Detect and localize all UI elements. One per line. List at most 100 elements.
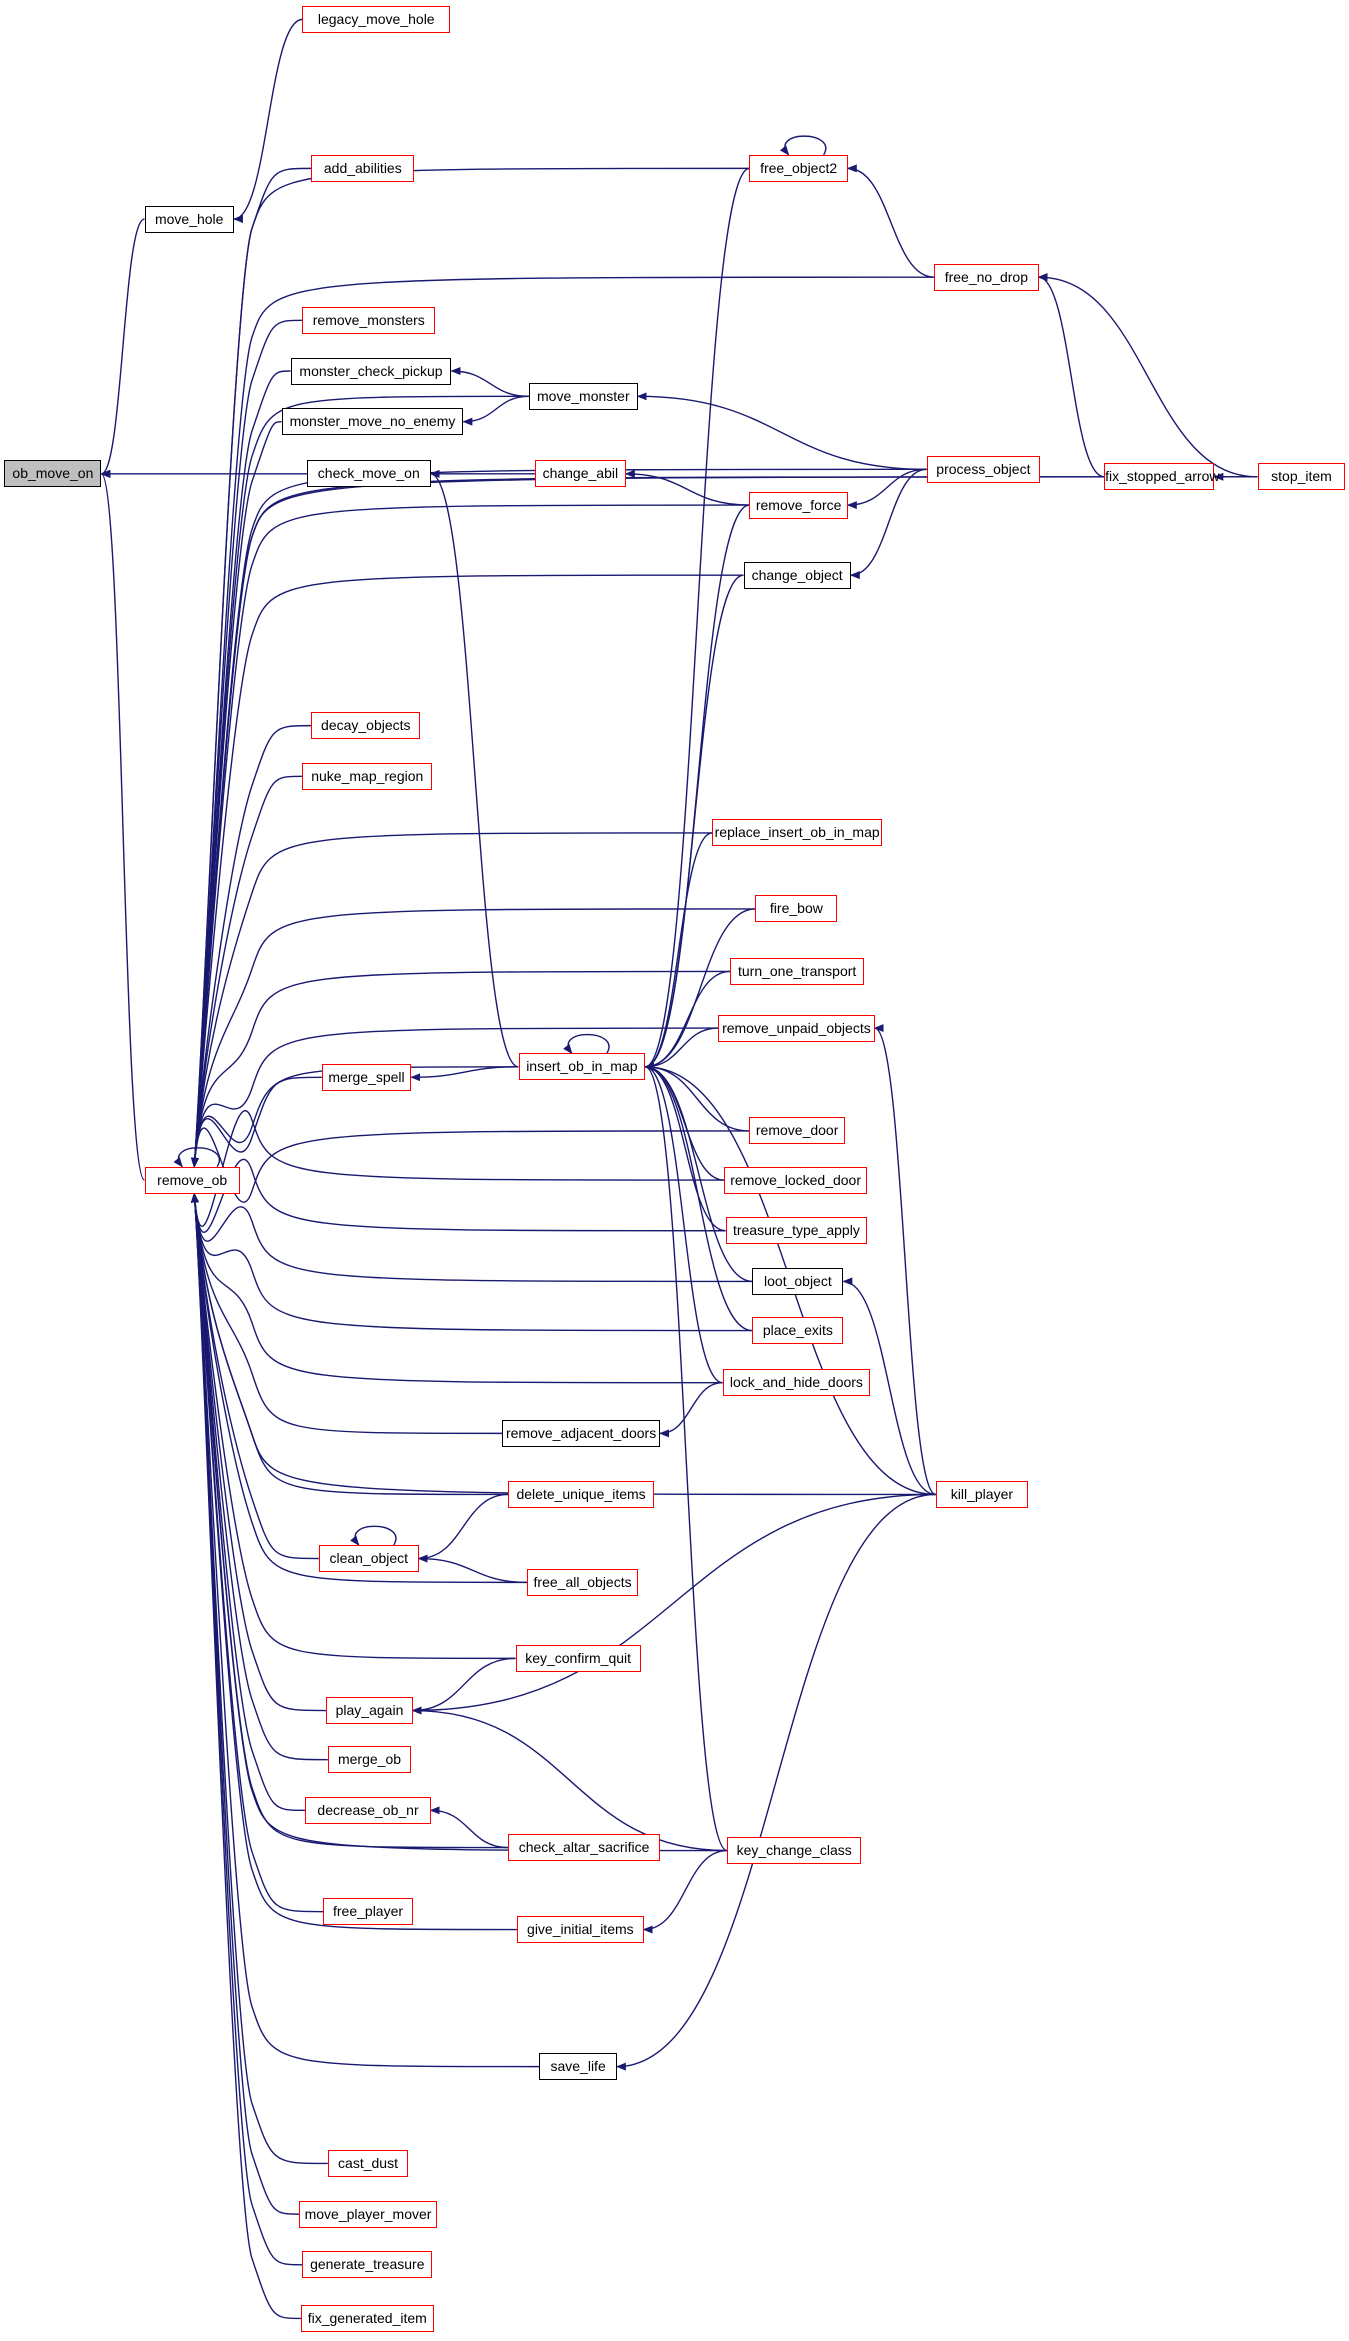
graph-node-ob-move-on: ob_move_on [4,460,102,488]
graph-node-nuke-map-region[interactable]: nuke_map_region [302,762,433,790]
edge-remove-adjacent-doors-to-remove-ob [190,1192,503,1435]
graph-node-fix-generated-item[interactable]: fix_generated_item [300,2304,434,2332]
graph-node-remove-monsters[interactable]: remove_monsters [302,306,436,334]
edge-remove-unpaid-objects-to-insert-ob-in-map [644,1027,719,1071]
edge-process-object-to-change-object [849,468,927,580]
graph-node-check-move-on[interactable]: check_move_on [306,460,431,488]
graph-node-monster-check-pickup[interactable]: monster_check_pickup [290,357,452,385]
edge-delete-unique-items-to-clean-object [417,1493,509,1563]
edge-place-exits-to-insert-ob-in-map [644,1062,753,1332]
graph-node-remove-adjacent-doors[interactable]: remove_adjacent_doors [502,1419,661,1447]
edge-replace-insert-ob-in-map-to-insert-ob-in-map [644,832,713,1071]
edge-key-change-class-to-insert-ob-in-map [644,1063,728,1852]
edge-fire-bow-to-remove-ob [190,908,756,1168]
graph-node-remove-unpaid-objects[interactable]: remove_unpaid_objects [718,1014,875,1042]
edge-kill-player-to-remove-unpaid-objects [873,1024,937,1496]
edge-kill-player-to-play-again [411,1493,936,1715]
graph-node-move-monster[interactable]: move_monster [528,382,638,410]
graph-node-cast-dust[interactable]: cast_dust [327,2149,409,2177]
graph-node-remove-force[interactable]: remove_force [749,491,848,519]
edge-process-object-to-move-monster [636,392,927,471]
edge-stop-item-to-remove-ob [190,476,1258,1168]
edge-remove-force-to-change-abil [624,469,750,506]
graph-node-add-abilities[interactable]: add_abilities [311,154,415,182]
graph-node-kill-player[interactable]: kill_player [935,1480,1029,1508]
edge-remove-locked-door-to-remove-ob [190,1110,725,1227]
edge-free-all-objects-to-clean-object [417,1554,528,1584]
graph-node-fire-bow[interactable]: fire_bow [755,895,838,923]
edge-free-object2-to-free-object2 [779,135,827,156]
edge-merge-spell-to-remove-ob [190,1076,322,1168]
graph-node-change-object[interactable]: change_object [743,561,851,589]
edge-change-object-to-remove-ob [190,574,744,1168]
edge-decay-objects-to-remove-ob [190,724,312,1168]
graph-node-free-object2[interactable]: free_object2 [749,154,848,182]
edge-free-object2-to-insert-ob-in-map [644,167,750,1071]
graph-node-place-exits[interactable]: place_exits [752,1317,844,1345]
edge-process-object-to-remove-force [846,468,927,510]
edge-insert-ob-in-map-to-check-move-on [429,469,519,1068]
edge-loot-object-to-insert-ob-in-map [644,1062,753,1283]
graph-node-insert-ob-in-map[interactable]: insert_ob_in_map [518,1053,646,1081]
edge-insert-ob-in-map-to-merge-spell [410,1066,519,1082]
graph-node-remove-door[interactable]: remove_door [749,1117,845,1145]
graph-node-process-object[interactable]: process_object [926,455,1040,483]
graph-node-play-again[interactable]: play_again [326,1697,413,1725]
edge-turn-one-transport-to-remove-ob [190,970,731,1168]
edge-remove-ob-to-remove-ob [173,1147,220,1168]
edge-fix-generated-item-to-remove-ob [190,1192,301,2320]
edge-key-confirm-quit-to-play-again [411,1657,516,1715]
graph-node-remove-locked-door[interactable]: remove_locked_door [724,1166,868,1194]
graph-node-free-player[interactable]: free_player [323,1898,413,1926]
graph-node-merge-spell[interactable]: merge_spell [321,1063,412,1091]
graph-node-merge-ob[interactable]: merge_ob [327,1746,412,1774]
graph-node-legacy-move-hole[interactable]: legacy_move_hole [302,5,450,33]
edge-place-exits-to-remove-ob [190,1192,753,1332]
edge-turn-one-transport-to-insert-ob-in-map [644,970,731,1071]
graph-node-clean-object[interactable]: clean_object [318,1545,419,1573]
graph-node-free-all-objects[interactable]: free_all_objects [527,1568,638,1596]
graph-node-key-change-class[interactable]: key_change_class [727,1837,862,1865]
graph-node-fix-stopped-arrow[interactable]: fix_stopped_arrow [1104,463,1219,491]
graph-node-delete-unique-items[interactable]: delete_unique_items [508,1480,655,1508]
graph-node-replace-insert-ob-in-map[interactable]: replace_insert_ob_in_map [712,819,883,847]
edge-move-monster-to-monster-move-no-enemy [462,395,529,426]
graph-node-treasure-type-apply[interactable]: treasure_type_apply [725,1217,868,1245]
graph-node-check-altar-sacrifice[interactable]: check_altar_sacrifice [508,1834,661,1862]
graph-node-turn-one-transport[interactable]: turn_one_transport [730,957,865,985]
graph-node-free-no-drop[interactable]: free_no_drop [934,263,1039,291]
graph-node-lock-and-hide-doors[interactable]: lock_and_hide_doors [722,1369,871,1397]
edge-key-change-class-to-give-initial-items [642,1849,728,1934]
graph-node-give-initial-items[interactable]: give_initial_items [517,1916,644,1944]
graph-node-save-life[interactable]: save_life [539,2053,617,2081]
edge-kill-player-to-save-life [615,1493,936,2071]
edge-key-change-class-to-play-again [411,1706,728,1852]
edge-nuke-map-region-to-remove-ob [190,775,303,1168]
graph-node-stop-item[interactable]: stop_item [1257,463,1346,491]
edge-treasure-type-apply-to-remove-ob [190,1158,726,1233]
edge-lock-and-hide-doors-to-remove-adjacent-doors [659,1382,723,1438]
edge-give-initial-items-to-remove-ob [190,1192,518,1931]
edge-move-monster-to-remove-ob [190,395,529,1168]
edge-save-life-to-remove-ob [190,1192,540,2068]
graph-node-decay-objects[interactable]: decay_objects [311,712,421,740]
graph-node-loot-object[interactable]: loot_object [752,1267,844,1295]
edge-remove-ob-to-ob-move-on [100,470,146,1181]
graph-node-generate-treasure[interactable]: generate_treasure [302,2251,433,2279]
graph-node-key-confirm-quit[interactable]: key_confirm_quit [515,1644,641,1672]
edge-clean-object-to-clean-object [350,1525,397,1546]
edge-add-abilities-to-remove-ob [190,167,312,1168]
edge-key-confirm-quit-to-remove-ob [190,1192,516,1660]
graph-node-move-hole[interactable]: move_hole [144,205,234,233]
edge-remove-door-to-remove-ob [190,1127,750,1203]
graph-node-monster-move-no-enemy[interactable]: monster_move_no_enemy [281,408,464,436]
graph-node-change-abil[interactable]: change_abil [534,460,626,488]
graph-node-decrease-ob-nr[interactable]: decrease_ob_nr [305,1796,431,1824]
edge-move-monster-to-monster-check-pickup [450,367,529,398]
graph-node-remove-ob[interactable]: remove_ob [144,1166,240,1194]
graph-node-move-player-mover[interactable]: move_player_mover [299,2200,437,2228]
edge-free-all-objects-to-remove-ob [190,1192,528,1584]
edge-insert-ob-in-map-to-insert-ob-in-map [563,1033,610,1055]
